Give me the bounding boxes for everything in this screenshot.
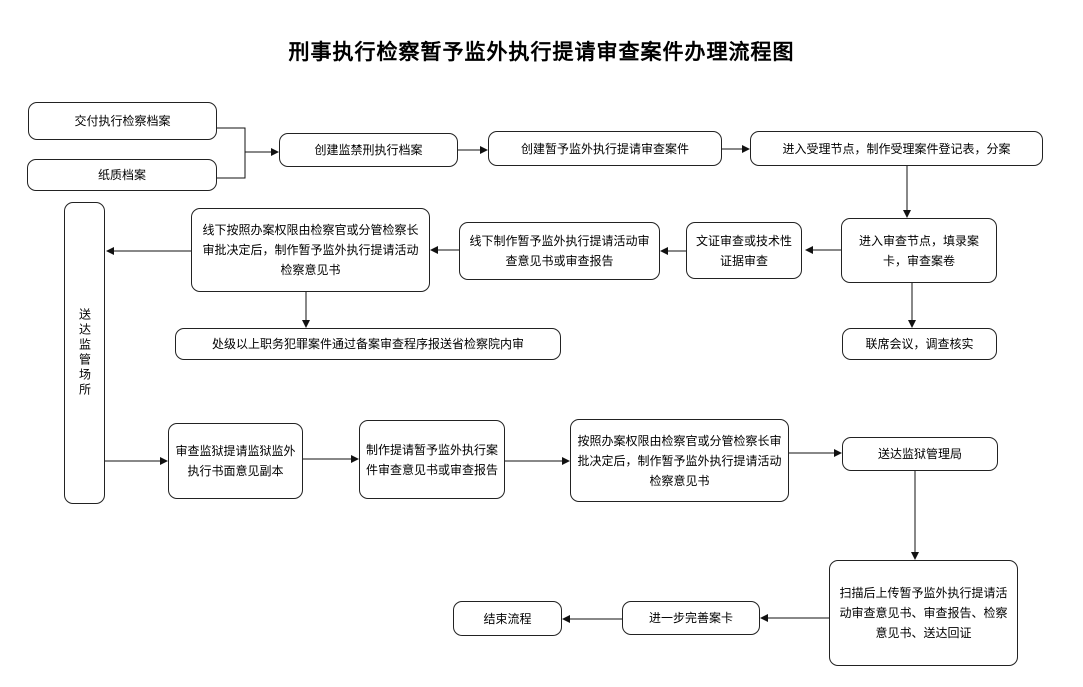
- node-review-stage: 进入审查节点，填录案卡，审查案卷: [841, 218, 997, 283]
- node-provincial-filing: 处级以上职务犯罪案件通过备案审查程序报送省检察院内审: [175, 328, 561, 360]
- arrowhead: [562, 615, 570, 623]
- arrowhead: [351, 455, 359, 463]
- node-scan-upload: 扫描后上传暂予监外执行提请活动审查意见书、审查报告、检察意见书、送达回证: [829, 560, 1018, 666]
- node-paper-archive: 纸质档案: [27, 159, 217, 191]
- arrowhead: [430, 246, 438, 254]
- arrowhead: [760, 614, 768, 622]
- arrowhead: [660, 247, 668, 255]
- arrowhead: [908, 320, 916, 328]
- node-approval-opinion: 按照办案权限由检察官或分管检察长审批决定后，制作暂予监外执行提请活动检察意见书: [570, 419, 789, 502]
- node-offline-review-opinion: 线下制作暂予监外执行提请活动审查意见书或审查报告: [459, 222, 660, 280]
- arrowhead: [106, 247, 114, 255]
- arrowhead: [160, 457, 168, 465]
- node-delivery-archive: 交付执行检察档案: [28, 102, 217, 140]
- node-deliver-prison-bureau: 送达监狱管理局: [842, 437, 998, 471]
- arrowhead: [302, 320, 310, 328]
- node-create-custody-archive: 创建监禁刑执行档案: [279, 133, 458, 167]
- arrowhead: [805, 246, 813, 254]
- node-end-process: 结束流程: [453, 601, 562, 636]
- node-refine-case-card: 进一步完善案卡: [622, 601, 760, 635]
- arrowhead: [903, 210, 911, 218]
- node-review-prison-opinion: 审查监狱提请监狱监外执行书面意见副本: [168, 423, 303, 499]
- arrowhead: [834, 449, 842, 457]
- arrowhead: [742, 145, 750, 153]
- connector-bracket: [217, 127, 272, 179]
- node-joint-meeting: 联席会议，调查核实: [842, 328, 997, 360]
- page-title: 刑事执行检察暂予监外执行提请审查案件办理流程图: [288, 40, 795, 64]
- arrowhead: [480, 146, 488, 154]
- node-intake: 进入受理节点，制作受理案件登记表，分案: [750, 131, 1043, 166]
- arrowhead: [911, 552, 919, 560]
- node-create-review-case: 创建暂予监外执行提请审查案件: [488, 131, 722, 166]
- arrowhead: [562, 457, 570, 465]
- node-deliver-to-facility: 送达监管场所: [64, 202, 105, 504]
- node-make-review-report: 制作提请暂予监外执行案件审查意见书或审查报告: [359, 420, 505, 499]
- node-document-evidence-review: 文证审查或技术性证据审查: [686, 222, 802, 279]
- arrowhead: [271, 148, 279, 156]
- node-offline-approval: 线下按照办案权限由检察官或分管检察长审批决定后，制作暂予监外执行提请活动检察意见…: [191, 208, 430, 292]
